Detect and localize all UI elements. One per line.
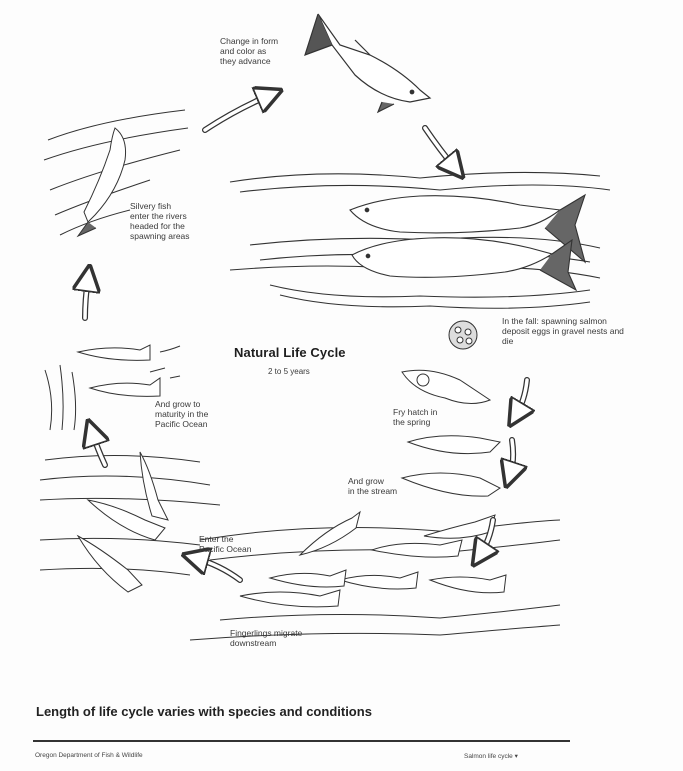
footer-divider — [33, 740, 570, 742]
label-grow-stream: And grow in the stream — [348, 476, 397, 496]
footer-page-title: Salmon life cycle ▾ — [464, 752, 518, 760]
label-change-form: Change in form and color as they advance — [220, 36, 278, 66]
fry-fish — [402, 370, 500, 496]
changing-salmon-fish — [305, 14, 430, 112]
ocean-fish-group — [40, 452, 220, 592]
label-fry-hatch: Fry hatch in the spring — [393, 407, 437, 427]
footer-source: Oregon Department of Fish & Wildlife — [35, 752, 143, 759]
label-fingerlings: Fingerlings migrate downstream — [230, 628, 302, 648]
spawning-salmon-pair — [230, 172, 610, 308]
diagram-subtitle: 2 to 5 years — [268, 367, 310, 376]
label-silvery-fish: Silvery fish enter the rivers headed for… — [130, 201, 190, 241]
label-maturity: And grow to maturity in the Pacific Ocea… — [155, 399, 208, 429]
egg-nest-icon — [449, 321, 477, 349]
diagram-title: Natural Life Cycle — [234, 345, 346, 360]
label-enter-ocean: Enter the Pacific Ocean — [199, 534, 251, 554]
label-spawning: In the fall: spawning salmon deposit egg… — [502, 316, 624, 346]
fingerlings-school — [190, 512, 560, 640]
page-caption: Length of life cycle varies with species… — [36, 704, 372, 719]
